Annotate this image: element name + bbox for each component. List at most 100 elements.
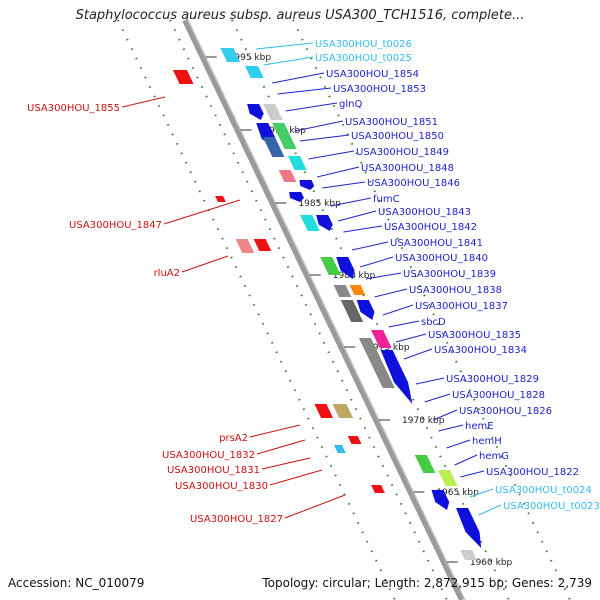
plus-gene-feature[interactable] — [247, 104, 264, 120]
label-leader-line — [261, 457, 311, 470]
plus-gene-feature[interactable] — [431, 490, 450, 510]
plus-gene-feature[interactable] — [220, 48, 241, 62]
gene-label[interactable]: USA300HOU_1830 — [175, 481, 268, 492]
plus-gene-feature[interactable] — [316, 215, 333, 231]
scale-tick-label: 1980 kbp — [333, 271, 376, 281]
gene-label[interactable]: hemH — [472, 436, 502, 447]
label-leader-line — [272, 72, 325, 84]
plus-gene-feature[interactable] — [349, 285, 366, 295]
gene-label[interactable]: USA300HOU_1822 — [486, 467, 579, 478]
gene-label[interactable]: USA300HOU_t0026 — [315, 39, 412, 50]
plus-gene-feature[interactable] — [320, 257, 341, 275]
plus-gene-feature[interactable] — [278, 170, 297, 182]
label-leader-line — [338, 210, 377, 222]
gene-label[interactable]: USA300HOU_1838 — [409, 285, 502, 296]
gene-label[interactable]: USA300HOU_1853 — [333, 84, 426, 95]
minus-gene-feature[interactable] — [332, 404, 354, 418]
plus-gene-feature[interactable] — [300, 215, 320, 231]
gene-label[interactable]: prsA2 — [219, 433, 248, 444]
plus-gene-feature[interactable] — [371, 330, 392, 348]
gene-label[interactable]: fumC — [373, 194, 400, 205]
scale-tick-label: 1970 kbp — [402, 416, 445, 426]
topology-text: Topology: circular; Length: 2,872,915 bp… — [262, 576, 592, 590]
plus-gene-feature[interactable] — [358, 338, 395, 388]
gene-label[interactable]: USA300HOU_t0023 — [503, 501, 600, 512]
plus-gene-feature[interactable] — [380, 350, 413, 404]
label-leader-line — [277, 87, 332, 95]
plus-gene-feature[interactable] — [340, 300, 364, 322]
label-leader-line — [374, 288, 408, 298]
gene-label[interactable]: USA300HOU_1834 — [434, 345, 527, 356]
label-leader-line — [403, 348, 433, 360]
gene-label[interactable]: USA300HOU_1826 — [459, 406, 552, 417]
gene-label[interactable]: USA300HOU_1840 — [395, 253, 488, 264]
gene-label[interactable]: USA300HOU_1854 — [326, 69, 419, 80]
label-leader-line — [121, 96, 166, 108]
gene-label[interactable]: hemG — [479, 451, 509, 462]
gene-label[interactable]: USA300HOU_1827 — [190, 514, 283, 525]
minus-gene-feature[interactable] — [215, 196, 226, 202]
scale-tick-label: 1965 kbp — [436, 488, 479, 498]
label-leader-line — [249, 424, 301, 438]
gene-label[interactable]: USA300HOU_1848 — [361, 163, 454, 174]
gene-label[interactable]: USA300HOU_1839 — [403, 269, 496, 280]
plus-gene-feature[interactable] — [356, 300, 375, 320]
gene-label[interactable]: USA300HOU_1829 — [446, 374, 539, 385]
plus-gene-feature[interactable] — [272, 123, 297, 149]
gene-label[interactable]: USA300HOU_1841 — [390, 238, 483, 249]
gene-label[interactable]: USA300HOU_1846 — [367, 178, 460, 189]
minus-gene-feature[interactable] — [314, 404, 334, 418]
plus-gene-feature[interactable] — [456, 508, 482, 548]
minus-gene-feature[interactable] — [253, 239, 272, 251]
gene-label[interactable]: USA300HOU_1843 — [378, 207, 471, 218]
gene-label[interactable]: USA300HOU_1850 — [351, 131, 444, 142]
label-leader-line — [317, 166, 360, 178]
plus-gene-feature[interactable] — [299, 180, 315, 190]
guide-lines — [117, 19, 571, 600]
minus-gene-feature[interactable] — [333, 445, 346, 453]
minus-gene-feature[interactable] — [172, 70, 194, 84]
gene-label[interactable]: glnQ — [339, 99, 362, 110]
plus-gene-feature[interactable] — [244, 66, 264, 78]
gene-label[interactable]: USA300HOU_1831 — [167, 465, 260, 476]
label-leader-line — [395, 333, 427, 343]
gene-label[interactable]: USA300HOU_1837 — [415, 301, 508, 312]
label-leaders — [121, 42, 502, 519]
gene-label[interactable]: USA300HOU_1842 — [384, 222, 477, 233]
plus-gene-feature[interactable] — [414, 455, 436, 473]
plus-gene-feature[interactable] — [287, 156, 307, 170]
gene-label[interactable]: USA300HOU_1855 — [27, 103, 120, 114]
gene-label[interactable]: USA300HOU_t0024 — [495, 485, 592, 496]
plus-gene-feature[interactable] — [336, 257, 355, 279]
plus-gene-feature[interactable] — [289, 192, 305, 202]
gene-label[interactable]: USA300HOU_1849 — [356, 147, 449, 158]
plus-gene-feature[interactable] — [437, 470, 458, 486]
plus-gene-feature[interactable] — [460, 550, 477, 560]
label-leader-line — [263, 56, 314, 66]
plus-gene-feature[interactable] — [263, 104, 283, 120]
scale-tick-label: 1960 kbp — [470, 558, 513, 568]
gene-label[interactable]: USA300HOU_1832 — [162, 450, 255, 461]
label-leader-line — [415, 377, 445, 385]
label-leader-line — [269, 469, 323, 486]
gene-label[interactable]: hemE — [465, 421, 494, 432]
label-leader-line — [181, 255, 229, 273]
plus-gene-feature[interactable] — [262, 137, 285, 157]
label-leader-line — [308, 150, 355, 160]
label-leader-line — [382, 304, 414, 316]
gene-label[interactable]: USA300HOU_t0025 — [315, 53, 412, 64]
plus-strand-labels: USA300HOU_t0026 USA300HOU_t0025 USA300HO… — [315, 39, 600, 512]
gene-label[interactable]: USA300HOU_1851 — [345, 117, 438, 128]
gene-label[interactable]: USA300HOU_1828 — [452, 390, 545, 401]
gene-label[interactable]: sbcD — [421, 317, 446, 328]
label-leader-line — [285, 102, 338, 112]
gene-label[interactable]: USA300HOU_1847 — [69, 220, 162, 231]
label-leader-line — [365, 272, 402, 280]
minus-gene-feature[interactable] — [371, 485, 385, 493]
minus-gene-feature[interactable] — [235, 239, 255, 253]
gene-label[interactable]: USA300HOU_1835 — [428, 330, 521, 341]
plus-gene-feature[interactable] — [333, 285, 352, 297]
gene-label[interactable]: rluA2 — [154, 268, 180, 279]
minus-gene-feature[interactable] — [347, 436, 362, 444]
